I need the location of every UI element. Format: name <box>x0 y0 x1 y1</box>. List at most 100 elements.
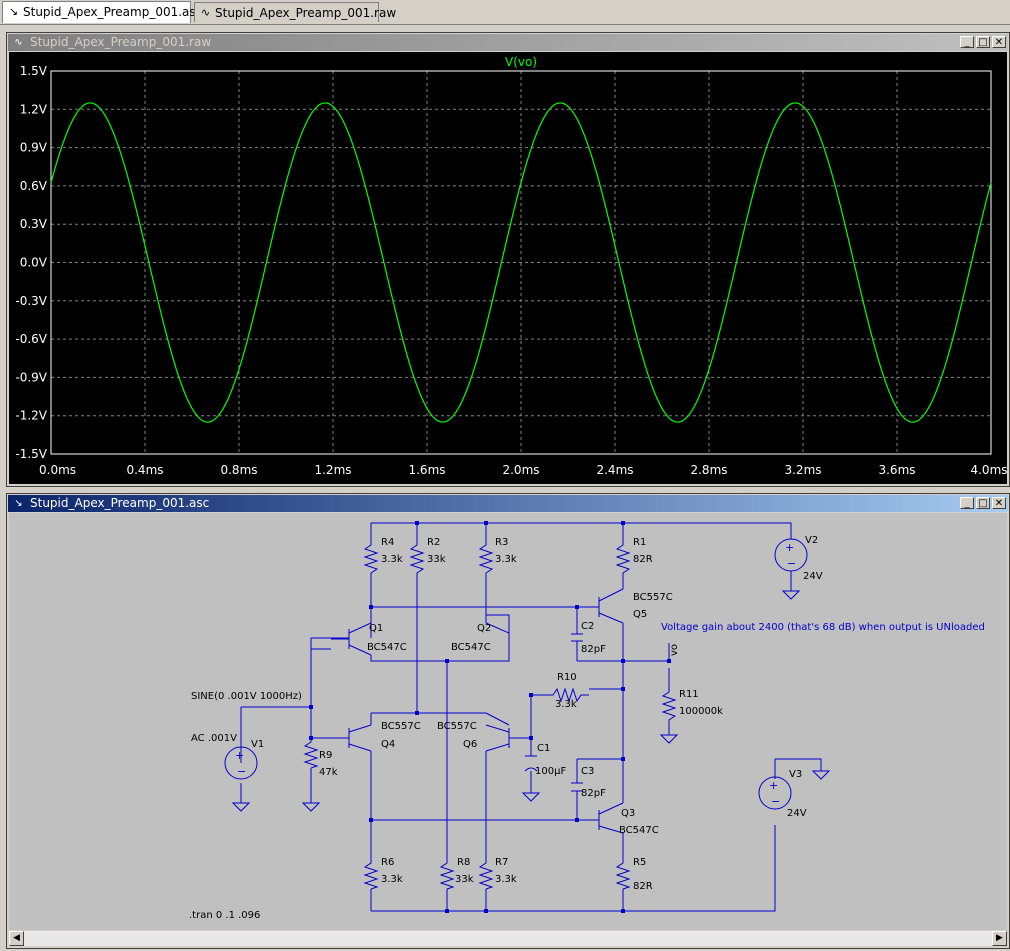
svg-text:Q4: Q4 <box>381 739 395 750</box>
svg-text:V3: V3 <box>789 769 802 780</box>
svg-text:−: − <box>787 557 796 570</box>
svg-text:33k: 33k <box>455 874 474 885</box>
x-tick-label: 2.0ms <box>502 463 539 477</box>
x-tick-label: 0.8ms <box>220 463 257 477</box>
schematic-window[interactable]: ↘ Stupid_Apex_Preamp_001.asc _ □ ✕ <box>6 493 1010 949</box>
svg-text:SINE(0 .001V 1000Hz): SINE(0 .001V 1000Hz) <box>191 691 302 702</box>
maximize-button[interactable]: □ <box>976 497 990 509</box>
x-tick-label: 2.4ms <box>596 463 633 477</box>
y-tick-label: 0.6V <box>20 179 48 193</box>
schematic-icon: ↘ <box>8 5 19 18</box>
y-tick-label: 0.0V <box>20 256 48 270</box>
x-tick-label: 1.6ms <box>408 463 445 477</box>
trace-label[interactable]: V(vo) <box>505 55 537 69</box>
svg-text:BC547C: BC547C <box>451 642 491 653</box>
svg-text:Q2: Q2 <box>477 623 491 634</box>
close-button[interactable]: ✕ <box>992 497 1006 509</box>
tab-schematic[interactable]: ↘ Stupid_Apex_Preamp_001.asc <box>2 1 202 23</box>
svg-text:24V: 24V <box>803 571 823 582</box>
waveform-icon: ∿ <box>200 6 211 19</box>
schematic-icon: ↘ <box>14 498 23 509</box>
svg-text:R5: R5 <box>633 857 646 868</box>
ground-symbols <box>231 583 831 812</box>
transistor-q5 <box>577 588 624 624</box>
y-tick-label: 1.5V <box>20 64 48 78</box>
svg-text:C2: C2 <box>581 621 594 632</box>
resistor-r8 <box>439 859 455 890</box>
wires <box>240 522 822 912</box>
resistor-r3 <box>478 541 494 579</box>
svg-text:R3: R3 <box>495 537 508 548</box>
waveform-window[interactable]: ∿ Stupid_Apex_Preamp_001.raw _ □ ✕ 1.5V 1… <box>6 32 1010 487</box>
svg-text:BC557C: BC557C <box>381 721 421 732</box>
resistor-symbols <box>303 541 677 890</box>
x-tick-label: 0.0ms <box>39 463 76 477</box>
close-button[interactable]: ✕ <box>992 36 1006 48</box>
y-tick-label: -0.6V <box>15 332 47 346</box>
y-tick-label: 0.3V <box>20 217 48 231</box>
svg-text:BC557C: BC557C <box>437 721 477 732</box>
svg-text:100000k: 100000k <box>679 706 723 717</box>
svg-text:82pF: 82pF <box>581 788 606 799</box>
svg-text:R11: R11 <box>679 689 699 700</box>
svg-text:BC547C: BC547C <box>619 825 659 836</box>
tab-waveform[interactable]: ∿ Stupid_Apex_Preamp_001.raw <box>194 2 396 22</box>
svg-text:3.3k: 3.3k <box>381 554 403 565</box>
y-tick-label: -1.2V <box>15 409 47 423</box>
scroll-left-button[interactable]: ◀ <box>9 931 24 946</box>
trace-vo <box>50 102 992 423</box>
minimize-button[interactable]: _ <box>960 36 974 48</box>
svg-text:Q3: Q3 <box>621 808 635 819</box>
svg-text:+: + <box>769 779 778 792</box>
resistor-r5 <box>615 859 631 890</box>
x-tick-label: 3.2ms <box>784 463 821 477</box>
scroll-right-button[interactable]: ▶ <box>992 931 1007 946</box>
window-title: Stupid_Apex_Preamp_001.asc <box>30 496 210 510</box>
y-axis: 1.5V1.2V0.9V0.6V0.3V0.0V-0.3V-0.6V-0.9V-… <box>15 64 47 461</box>
maximize-button[interactable]: □ <box>976 36 990 48</box>
junctions <box>309 521 671 913</box>
y-tick-label: -1.5V <box>15 447 47 461</box>
voltage-sources: +− +− +− <box>224 538 808 810</box>
schematic-window-titlebar[interactable]: ↘ Stupid_Apex_Preamp_001.asc _ □ ✕ <box>8 495 1008 512</box>
svg-text:−: − <box>771 795 780 808</box>
svg-text:AC .001V: AC .001V <box>191 733 237 744</box>
capacitor-symbols <box>524 633 583 792</box>
svg-text:−: − <box>237 765 246 778</box>
svg-text:R6: R6 <box>381 857 394 868</box>
svg-text:C3: C3 <box>581 766 594 777</box>
svg-text:82R: 82R <box>633 881 653 892</box>
chart-grid <box>51 71 991 454</box>
x-tick-label: 0.4ms <box>126 463 163 477</box>
x-tick-label: 4.0ms <box>970 463 1007 477</box>
svg-text:3.3k: 3.3k <box>495 874 517 885</box>
svg-text:R7: R7 <box>495 857 508 868</box>
svg-text:100µF: 100µF <box>535 766 566 777</box>
resistor-r10 <box>549 687 589 703</box>
spice-directive[interactable]: .tran 0 .1 .096 <box>189 910 260 921</box>
y-tick-label: -0.9V <box>15 370 47 384</box>
waveform-window-titlebar[interactable]: ∿ Stupid_Apex_Preamp_001.raw _ □ ✕ <box>8 34 1008 51</box>
horizontal-scrollbar[interactable]: ◀ ▶ <box>9 930 1007 946</box>
svg-text:24V: 24V <box>787 808 807 819</box>
y-tick-label: 0.9V <box>20 141 48 155</box>
resistor-r9 <box>303 738 319 769</box>
svg-text:47k: 47k <box>319 767 338 778</box>
svg-text:vo: vo <box>669 644 680 656</box>
svg-text:BC557C: BC557C <box>633 592 673 603</box>
document-tab-bar: ↘ Stupid_Apex_Preamp_001.asc ∿ Stupid_Ap… <box>0 0 1010 25</box>
y-tick-label: -0.3V <box>15 294 47 308</box>
transistor-q3 <box>577 798 624 834</box>
minimize-button[interactable]: _ <box>960 497 974 509</box>
svg-text:33k: 33k <box>427 554 446 565</box>
resistor-r11 <box>661 688 677 723</box>
svg-text:R1: R1 <box>633 537 646 548</box>
svg-text:82pF: 82pF <box>581 644 606 655</box>
svg-text:+: + <box>235 749 244 762</box>
schematic-comment[interactable]: Voltage gain about 2400 (that's 68 dB) w… <box>661 622 985 633</box>
waveform-chart[interactable]: 1.5V1.2V0.9V0.6V0.3V0.0V-0.3V-0.6V-0.9V-… <box>9 52 1007 484</box>
